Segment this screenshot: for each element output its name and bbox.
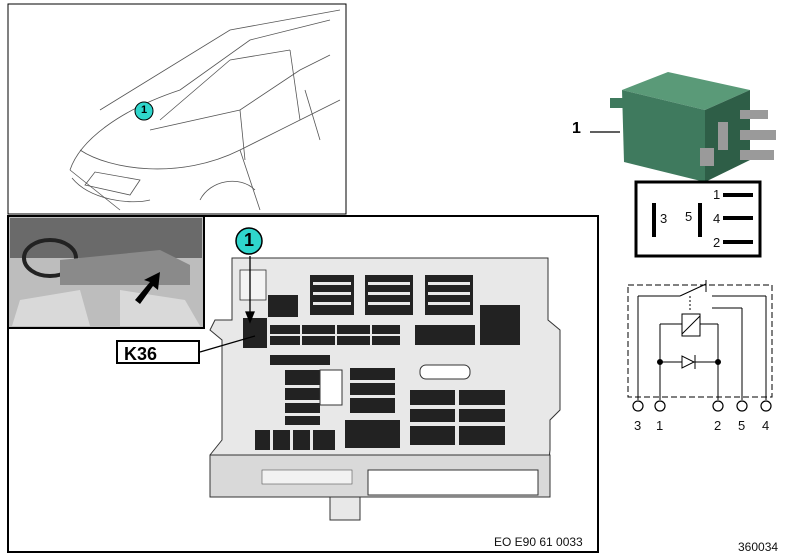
- relay-socket-top: [268, 295, 298, 317]
- schematic-pin-label: 4: [762, 418, 770, 433]
- schematic-pin-label: 3: [634, 418, 642, 433]
- leader-lines: [199, 131, 620, 353]
- relay-face-box: [634, 180, 762, 258]
- fuse-grid-upper-gaps: [313, 282, 470, 305]
- fusebox-callout-number: 1: [243, 230, 254, 250]
- relay-face-pin-left-2: 5: [685, 209, 693, 224]
- schematic-terminals: [632, 400, 772, 412]
- interior-inset: [7, 215, 205, 329]
- relay-face-pin-left-1: 3: [660, 211, 668, 226]
- schematic-pin-label: 2: [714, 418, 722, 433]
- arrow-icon: [135, 272, 160, 304]
- fuse-grid-middle-gaps: [270, 325, 505, 450]
- schematic-pin-label: 5: [738, 418, 746, 433]
- component-label: K36: [116, 340, 200, 364]
- reference-number: 360034: [738, 540, 779, 554]
- relay-face-pin-right-3: 2: [713, 235, 721, 250]
- drawing-code: EO E90 61 0033: [494, 535, 583, 549]
- relay-schematic: [627, 280, 773, 400]
- relay-face-pin-right-1: 1: [713, 187, 721, 202]
- schematic-pin-label: 1: [656, 418, 664, 433]
- fusebox-callout-circle: [235, 227, 263, 255]
- car-callout-circle: [134, 101, 154, 121]
- car-callout-number: 1: [140, 104, 148, 116]
- relay-socket-right: [480, 305, 520, 345]
- relay-socket-k36: [243, 318, 267, 348]
- relay-photo: [610, 72, 776, 182]
- relay-callout-number: 1: [572, 120, 581, 137]
- car-overview-panel: [7, 3, 347, 215]
- relay-face-pin-right-2: 4: [713, 211, 721, 226]
- car-outline: [69, 9, 341, 211]
- fusebox-panel: [7, 215, 599, 553]
